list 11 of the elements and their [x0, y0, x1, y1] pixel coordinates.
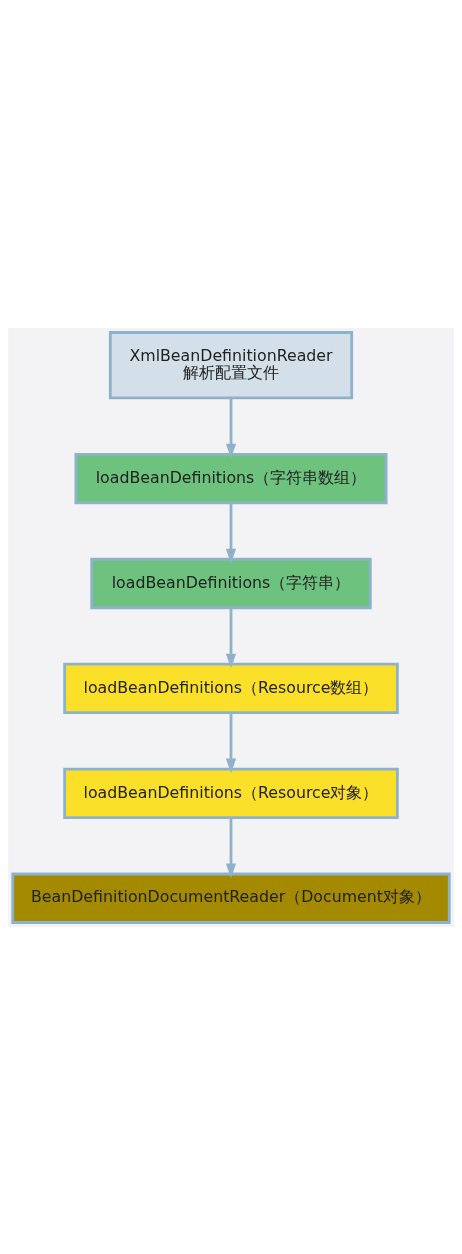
arrow [225, 712, 237, 773]
node-box: loadBeanDefinitions（字符串） [90, 557, 372, 609]
arrow [225, 502, 237, 563]
arrow [225, 817, 237, 878]
node-box: BeanDefinitionDocumentReader（Document对象） [11, 872, 451, 924]
node-box: XmlBeanDefinitionReader 解析配置文件 [108, 330, 354, 399]
arrow [225, 397, 237, 458]
arrow [225, 607, 237, 668]
node-box: loadBeanDefinitions（字符串数组） [74, 452, 388, 504]
node-box: loadBeanDefinitions（Resource对象） [63, 767, 399, 819]
node-box: loadBeanDefinitions（Resource数组） [63, 662, 399, 714]
